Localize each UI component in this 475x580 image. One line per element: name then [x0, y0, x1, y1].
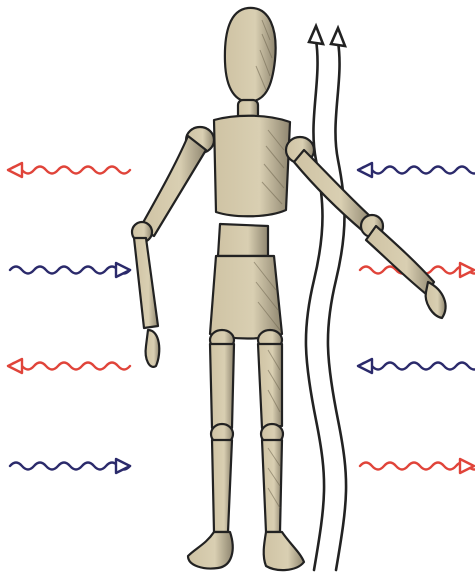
current-arrowhead-right-up-icon	[331, 28, 345, 46]
mannequin-hand-left	[146, 330, 160, 367]
arrow-right-icon	[116, 263, 130, 277]
arrow-right-icon	[116, 459, 130, 473]
arrow-right-icon	[460, 459, 474, 473]
mannequin-pelvis	[210, 256, 282, 339]
mannequin-foot-left	[188, 532, 233, 569]
arrow-left-icon	[8, 359, 22, 373]
mannequin-shin-left	[212, 440, 232, 532]
current-line-left	[306, 40, 324, 570]
mannequin-waist	[218, 224, 268, 256]
mannequin-forearm-left	[134, 238, 158, 328]
mannequin-forearm-right	[366, 226, 434, 294]
wave-right-warm-7	[360, 463, 475, 470]
mannequin-hand-right	[426, 282, 446, 318]
wave-right-cool-4	[360, 167, 475, 174]
wave-left-cool-1	[10, 267, 130, 274]
arrow-left-icon	[358, 359, 372, 373]
mannequin-upper-arm-left	[140, 136, 206, 236]
wave-left-warm-2	[10, 363, 130, 370]
arrow-left-icon	[8, 163, 22, 177]
arrow-left-icon	[358, 163, 372, 177]
mannequin-head	[225, 8, 276, 102]
arrow-right-icon	[460, 263, 474, 277]
convection-current	[306, 26, 346, 570]
mannequin-upper-arm-right	[294, 150, 372, 232]
wave-right-cool-6	[360, 363, 475, 370]
mannequin-chest	[214, 116, 290, 217]
mannequin-foot-right	[264, 532, 304, 570]
mannequin-thigh-left	[210, 344, 234, 428]
wave-left-warm-0	[10, 167, 130, 174]
wooden-mannequin	[132, 8, 446, 570]
wave-left-cool-3	[10, 463, 130, 470]
mannequin-thigh-right	[258, 344, 282, 428]
current-line-right	[328, 42, 346, 570]
current-arrowhead-left-up-icon	[309, 26, 323, 44]
